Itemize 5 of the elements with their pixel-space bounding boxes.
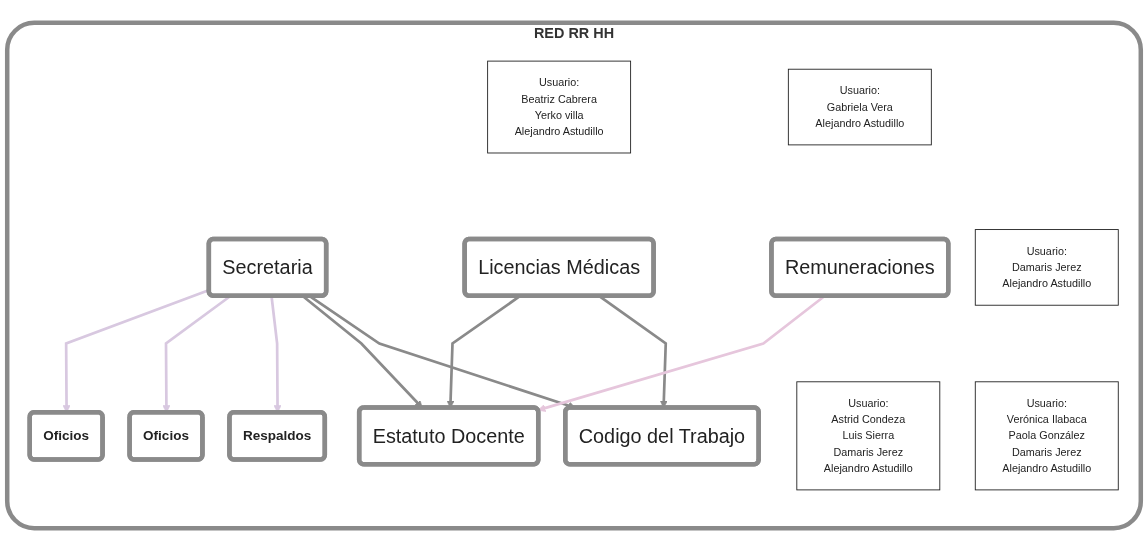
node-box: Usuario: Verónica Ilabaca Paola González Damaris Jerez Alejandro Astudillo — [974, 381, 1119, 491]
node-box: Usuario: Beatriz Cabrera Yerko villa Alejandro Astudillo — [487, 60, 632, 154]
node-box: Usuario: Damaris Jerez Alejandro Astudillo — [974, 229, 1119, 306]
node-box: Usuario: Astrid Condeza Luis Sierra Damaris Jerez Alejandro Astudillo — [796, 381, 941, 491]
node-box: Usuario: Gabriela Vera Alejandro Astudillo — [787, 68, 932, 146]
